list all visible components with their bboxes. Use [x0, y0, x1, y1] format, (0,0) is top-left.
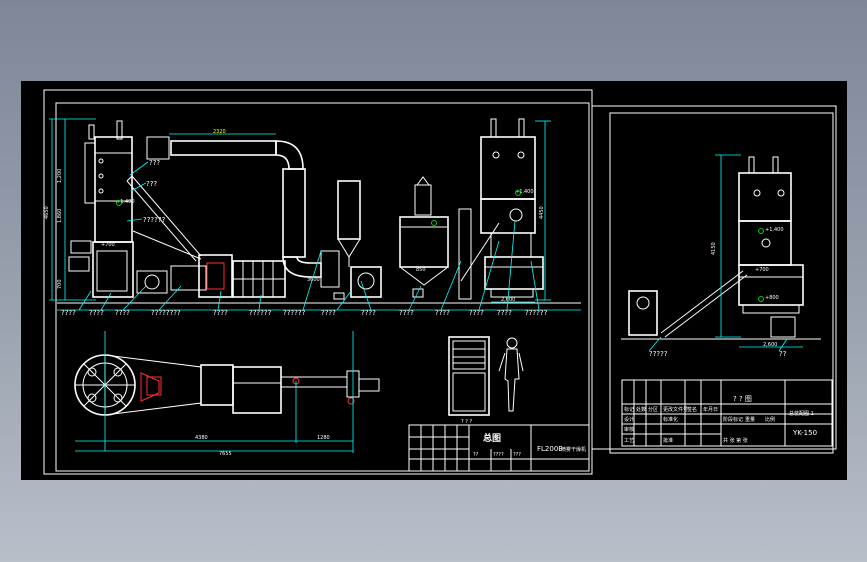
side-row-3: 分区: [648, 406, 658, 413]
side-level-2: +700: [755, 267, 769, 273]
side-model: YK-150: [792, 429, 817, 437]
main-title-block: 总图 FL200B 喷雾干燥机 ?? ???? ???: [408, 424, 590, 472]
side-sheets: 共 张 第 张: [723, 437, 748, 444]
callout-bottom-5: ????: [213, 309, 228, 317]
side-name: 总装配图 1: [789, 410, 814, 417]
control-cabinet: ? ? ?: [448, 336, 490, 425]
dim-plan-4380: 4380: [195, 435, 208, 441]
main-code-suffix: 喷雾干燥机: [561, 446, 586, 453]
heater-box: [198, 254, 286, 298]
cabinet-label: ? ? ?: [461, 419, 472, 425]
main-title: 总图: [483, 432, 501, 444]
side-title-block: ? ? 图 总装配图 1 YK-150 标记 处数 分区 更改文件号 签名 年月…: [621, 379, 833, 447]
dim-duct-length: 2320: [213, 129, 226, 135]
side-sheet-inner-frame: [609, 112, 834, 454]
cad-drawing: 4650 1,200 1,860 700 +1,400 +700 2320: [43, 89, 837, 475]
left-tower-dimensions: 4650 1,200 1,860 700: [44, 118, 96, 301]
callout-top-2: ???: [146, 180, 157, 188]
feed-line: [132, 230, 207, 294]
side-level-3: +800: [765, 295, 779, 301]
dim-700: 700: [57, 279, 63, 289]
top-duct: 2320: [146, 129, 322, 278]
main-sheet-inner-frame: [55, 102, 590, 472]
main-field-2: ????: [493, 452, 504, 458]
right-fluid-bed-dryer: [460, 118, 544, 298]
callout-bottom-12: ????: [469, 309, 484, 317]
dim-height-left: 4650: [44, 206, 50, 219]
side-stage: 阶段标记: [723, 416, 743, 423]
side-elevation-view: 4150 +1,400 +700 +800 2,600 ????? ??: [621, 154, 821, 358]
side-dim-height: 4150: [711, 242, 717, 255]
main-field-3: ???: [513, 452, 521, 458]
side-row-4: 更改文件号: [663, 406, 688, 413]
elevation-view: 4650 1,200 1,860 700 +1,400 +700 2320: [44, 118, 581, 317]
side-approve: 批准: [663, 437, 673, 444]
callout-bottom-3: ????: [115, 309, 130, 317]
exhaust-stack: [320, 180, 382, 300]
side-sheet-outer-frame: [591, 105, 837, 450]
plan-view: 4380 1280 7655: [74, 331, 380, 457]
callout-top-1: ???: [149, 159, 160, 167]
side-row-2: 处数: [636, 406, 646, 413]
callout-bottom-11: ????: [435, 309, 450, 317]
dim-height-right: 4450: [539, 206, 545, 219]
dim-1200: 1,200: [57, 169, 63, 183]
level-marker-left-2: +700: [101, 242, 115, 248]
dim-1860: 1,860: [57, 209, 63, 223]
side-row-1: 标记: [624, 406, 634, 413]
callout-bottom-1: ????: [61, 309, 76, 317]
side-callout-2: ??: [779, 350, 787, 358]
dim-plan-1280: 1280: [317, 435, 330, 441]
level-marker-left: +1,400: [116, 199, 135, 205]
callout-bottom-10: ????: [399, 309, 414, 317]
callout-bottom-9: ????: [361, 309, 376, 317]
callout-bottom-4: ????????: [151, 309, 181, 317]
side-weight: 重量: [745, 416, 755, 423]
side-standard: 标准化: [663, 416, 678, 423]
callout-bottom-13: ????: [497, 309, 512, 317]
side-review: 审核: [624, 426, 634, 433]
human-figure: [498, 337, 524, 412]
side-row-5: 签名: [687, 406, 697, 413]
callout-bottom-2: ????: [89, 309, 104, 317]
main-code: FL200B: [537, 445, 563, 453]
side-row-6: 年月日: [703, 406, 718, 413]
callout-mid-1: ??????: [143, 216, 166, 224]
dim-plan-7655: 7655: [219, 451, 232, 457]
left-fluid-bed-tower: [68, 120, 202, 298]
callout-bottom-8: ????: [321, 309, 336, 317]
main-field-1: ??: [473, 452, 479, 458]
bottom-callouts: ???? ???? ???? ???????? ???? ?????? ????…: [61, 309, 548, 317]
side-callout: ?????: [649, 350, 668, 358]
level-850: 850: [416, 267, 426, 273]
stack-3600: 3600: [307, 277, 320, 283]
reactor-vessel: [399, 176, 472, 300]
side-title: ? ? 图: [733, 395, 752, 403]
side-dim-base: 2,600: [763, 342, 777, 348]
side-scale: 比例: [765, 416, 775, 423]
side-design: 设计: [624, 416, 634, 423]
callout-bottom-6: ??????: [249, 309, 272, 317]
cad-drawing-canvas: 4650 1,200 1,860 700 +1,400 +700 2320: [21, 81, 847, 480]
side-process: 工艺: [624, 438, 634, 444]
level-marker-right: +1,400: [515, 189, 534, 195]
side-level-1: +1,400: [765, 227, 784, 233]
callout-bottom-14: ??????: [525, 309, 548, 317]
callout-leaders: [78, 161, 540, 311]
callout-bottom-7: ??????: [283, 309, 306, 317]
